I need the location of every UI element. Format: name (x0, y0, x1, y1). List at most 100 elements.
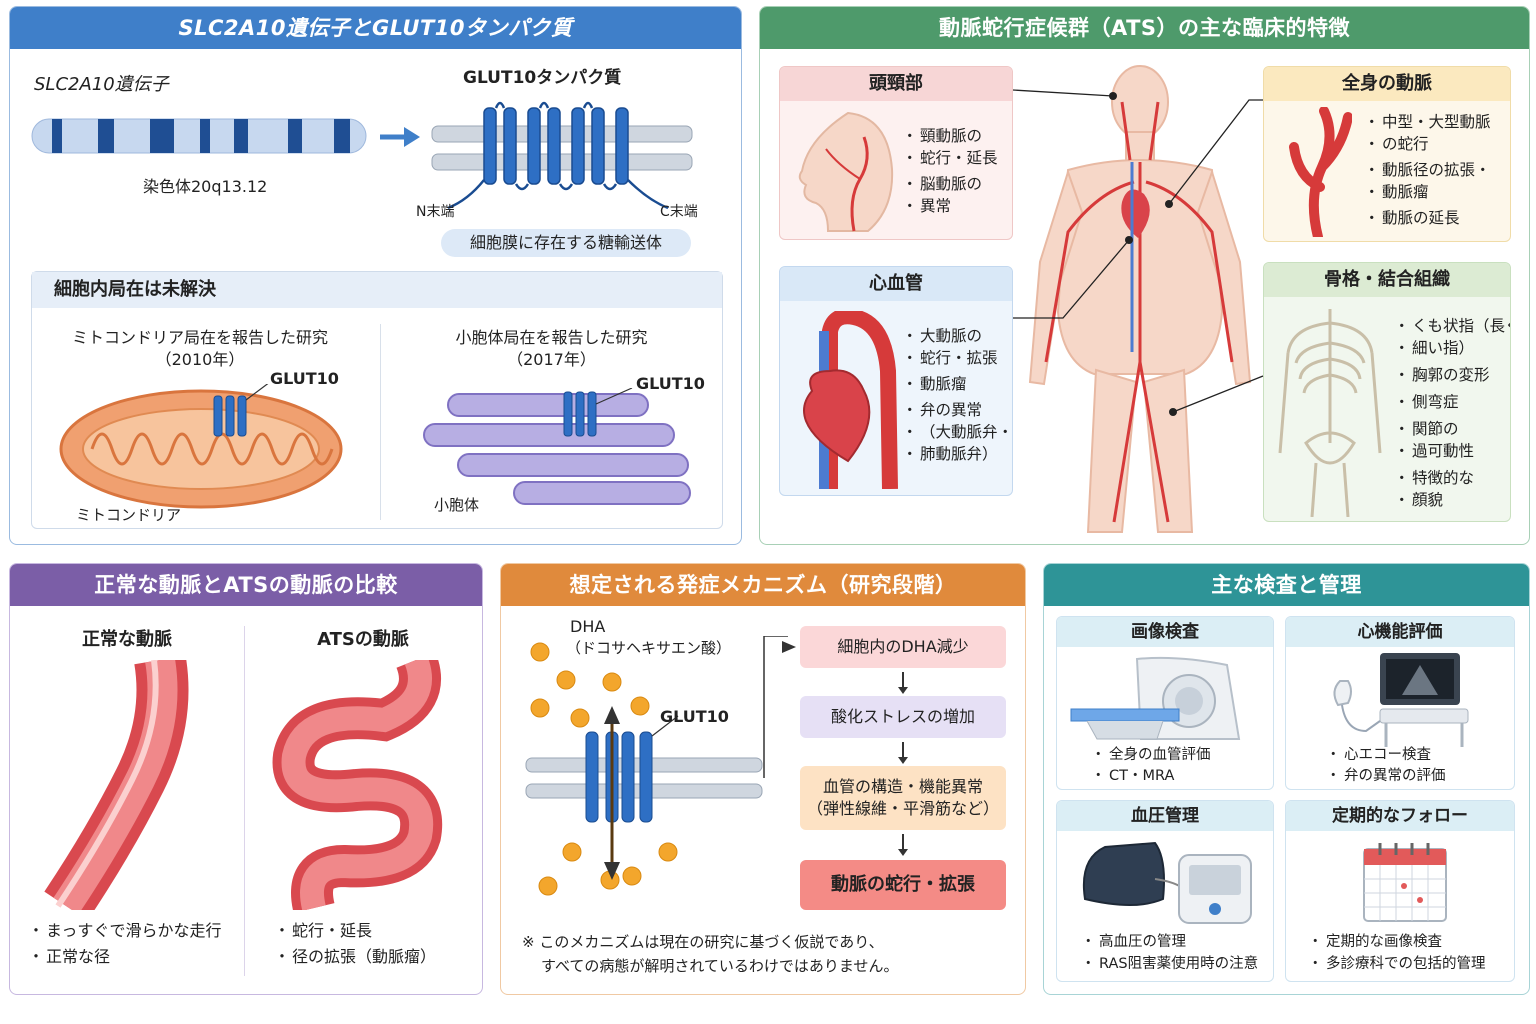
er-study-label: 小胞体局在を報告した研究 (455, 328, 648, 347)
mito-year: （2010年） (155, 350, 245, 369)
systemic-title: 全身の動脈 (1264, 67, 1510, 101)
imaging-box: 画像検査 全身の血管評価 CT・MRA (1056, 616, 1274, 790)
panel-title: 想定される発症メカニズム（研究段階） (501, 564, 1025, 606)
ats-item: 径の拡張（動脈瘤） (274, 944, 436, 970)
n-terminus-label: N末端 (416, 204, 455, 220)
cardiovascular-title: 心血管 (780, 267, 1012, 301)
flow-step-3: 血管の構造・機能異常 （弾性線維・平滑筋など） (800, 766, 1006, 830)
localization-title: 細胞内局在は未解決 (32, 272, 722, 308)
systemic-item: 動脈径の拡張・ (1364, 159, 1490, 181)
glut10-membrane-graphic (431, 101, 693, 210)
follow-box: 定期的なフォロー 定期的な画像検査 多診療科での包括的管理 (1285, 800, 1515, 982)
localization-box: 細胞内局在は未解決 (31, 271, 723, 529)
flow-step-final: 動脈の蛇行・拡張 (800, 860, 1006, 910)
cardiac-item: 弁の異常の評価 (1326, 766, 1445, 787)
panel-title: 動脈蛇行症候群（ATS）の主な臨床的特徴 (760, 7, 1529, 49)
skeletal-item: 細い指） (1394, 337, 1510, 359)
dha-transport-illustration (525, 636, 788, 896)
ats-artery-illustration (272, 660, 443, 910)
dha-label: DHA (570, 617, 606, 636)
skeletal-item: 関節の (1394, 418, 1510, 440)
arrow-down-icon (898, 834, 908, 856)
cardiac-item: 心エコー検査 (1326, 745, 1446, 766)
arrow-down-icon (898, 742, 908, 764)
head-item: 脳動脈の (902, 173, 998, 195)
imaging-title: 画像検査 (1057, 617, 1273, 647)
cardio-item: 蛇行・拡張 (902, 347, 1012, 369)
cardio-item: 動脈瘤 (902, 373, 1012, 395)
cardio-item: （大動脈弁・ (902, 421, 1012, 443)
mechanism-note-1: ※ このメカニズムは現在の研究に基づく仮説であり、 (522, 933, 884, 951)
normal-artery-title: 正常な動脈 (82, 629, 172, 650)
head-item: 蛇行・延長 (902, 147, 997, 169)
er-glut-label: GLUT10 (636, 374, 705, 393)
head-item: 異常 (902, 195, 998, 217)
ats-item: 蛇行・延長 (274, 918, 436, 944)
bp-item: RAS阻害薬使用時の注意 (1081, 953, 1258, 975)
normal-item: 正常な径 (28, 944, 222, 970)
panel-title: SLC2A10遺伝子とGLUT10タンパク質 (10, 7, 741, 49)
artery-branch-illustration (1289, 107, 1352, 237)
panel-title: 主な検査と管理 (1044, 564, 1529, 606)
mitochondria-illustration (59, 384, 343, 509)
follow-title: 定期的なフォロー (1286, 801, 1514, 831)
mechanism-note-2: すべての病態が解明されているわけではありません。 (541, 957, 899, 975)
systemic-item: 動脈瘤 (1364, 181, 1491, 203)
er-illustration (423, 388, 691, 505)
imaging-item: CT・MRA (1091, 766, 1211, 787)
head-neck-box: 頭頸部 頸動脈の 蛇行・延長 脳動脈の 異常 (779, 66, 1013, 240)
cardio-item: 大動脈の (902, 325, 1012, 347)
c-terminus-label: C末端 (660, 204, 698, 220)
cardiovascular-box: 心血管 大動脈の 蛇行・拡張 動脈瘤 弁の異常 （大動脈弁・ 肺動脈弁） (779, 266, 1013, 496)
mito-glut-label: GLUT10 (270, 369, 339, 388)
skeletal-item: 顔貌 (1394, 489, 1510, 511)
mito-study-label: ミトコンドリア局在を報告した研究 (71, 328, 328, 347)
skeletal-item: 過可動性 (1394, 440, 1510, 462)
ct-scanner-icon (1070, 656, 1241, 740)
skeletal-item: くも状指（長く (1394, 315, 1510, 337)
arrow-down-icon (898, 672, 908, 694)
membrane-note: 細胞膜に存在する糖輸送体 (441, 229, 691, 257)
systemic-item: の蛇行 (1364, 133, 1491, 155)
mito-label: ミトコンドリア (76, 506, 182, 524)
imaging-item: 全身の血管評価 (1091, 745, 1210, 766)
glut-mech-label: GLUT10 (660, 707, 729, 726)
cardio-item: 弁の異常 (902, 399, 1012, 421)
follow-item: 多診療科での包括的管理 (1308, 953, 1485, 975)
flow-step-3-line1: 血管の構造・機能異常 (822, 777, 983, 796)
er-year: （2017年） (507, 350, 596, 369)
cardiac-box: 心機能評価 心エコー検査 弁の異常の評価 (1285, 616, 1515, 790)
normal-artery-illustration (44, 660, 189, 910)
calendar-icon (1363, 843, 1447, 922)
bp-box: 血圧管理 高血圧の管理 RAS阻害薬使用時の注意 (1056, 800, 1274, 982)
ultrasound-icon (1333, 653, 1469, 747)
flow-step-3-line2: （弾性線維・平滑筋など） (806, 799, 999, 818)
head-item: 頸動脈の (902, 125, 998, 147)
protein-label: GLUT10タンパク質 (463, 68, 622, 88)
arrow-right-icon (380, 127, 420, 147)
er-label: 小胞体 (434, 496, 480, 514)
skeletal-box: 骨格・結合組織 くも状指（長く 細い指） 胸郭の変形 側弯症 関節の 過可動性 … (1263, 262, 1511, 522)
flow-step-1: 細胞内のDHA減少 (800, 626, 1006, 668)
chromosome-label: 染色体20q13.12 (143, 177, 268, 196)
head-artery-illustration (798, 111, 894, 232)
ats-artery-title: ATSの動脈 (317, 629, 409, 650)
skeletal-item: 特徴的な (1394, 467, 1510, 489)
skeletal-item: 側弯症 (1394, 391, 1510, 413)
panel-title: 正常な動脈とATSの動脈の比較 (10, 564, 482, 606)
systemic-arteries-box: 全身の動脈 中型・大型動脈 の蛇行 動脈径の拡張・ 動脈瘤 動脈の延長 (1263, 66, 1511, 242)
normal-item: まっすぐで滑らかな走行 (28, 918, 222, 944)
blood-pressure-monitor-icon (1082, 841, 1252, 924)
heart-illustration (803, 311, 898, 489)
flow-step-2: 酸化ストレスの増加 (800, 696, 1006, 738)
bp-item: 高血圧の管理 (1081, 931, 1258, 953)
dha-full-label: （ドコサヘキサエン酸） (566, 639, 732, 657)
arrow-head-icon (782, 641, 796, 653)
head-neck-title: 頭頸部 (780, 67, 1012, 101)
chromosome-graphic (31, 118, 367, 154)
bp-title: 血圧管理 (1057, 801, 1273, 831)
systemic-item: 動脈の延長 (1364, 207, 1491, 229)
systemic-item: 中型・大型動脈 (1364, 111, 1490, 133)
skeletal-title: 骨格・結合組織 (1264, 263, 1510, 297)
cardiac-title: 心機能評価 (1286, 617, 1514, 647)
